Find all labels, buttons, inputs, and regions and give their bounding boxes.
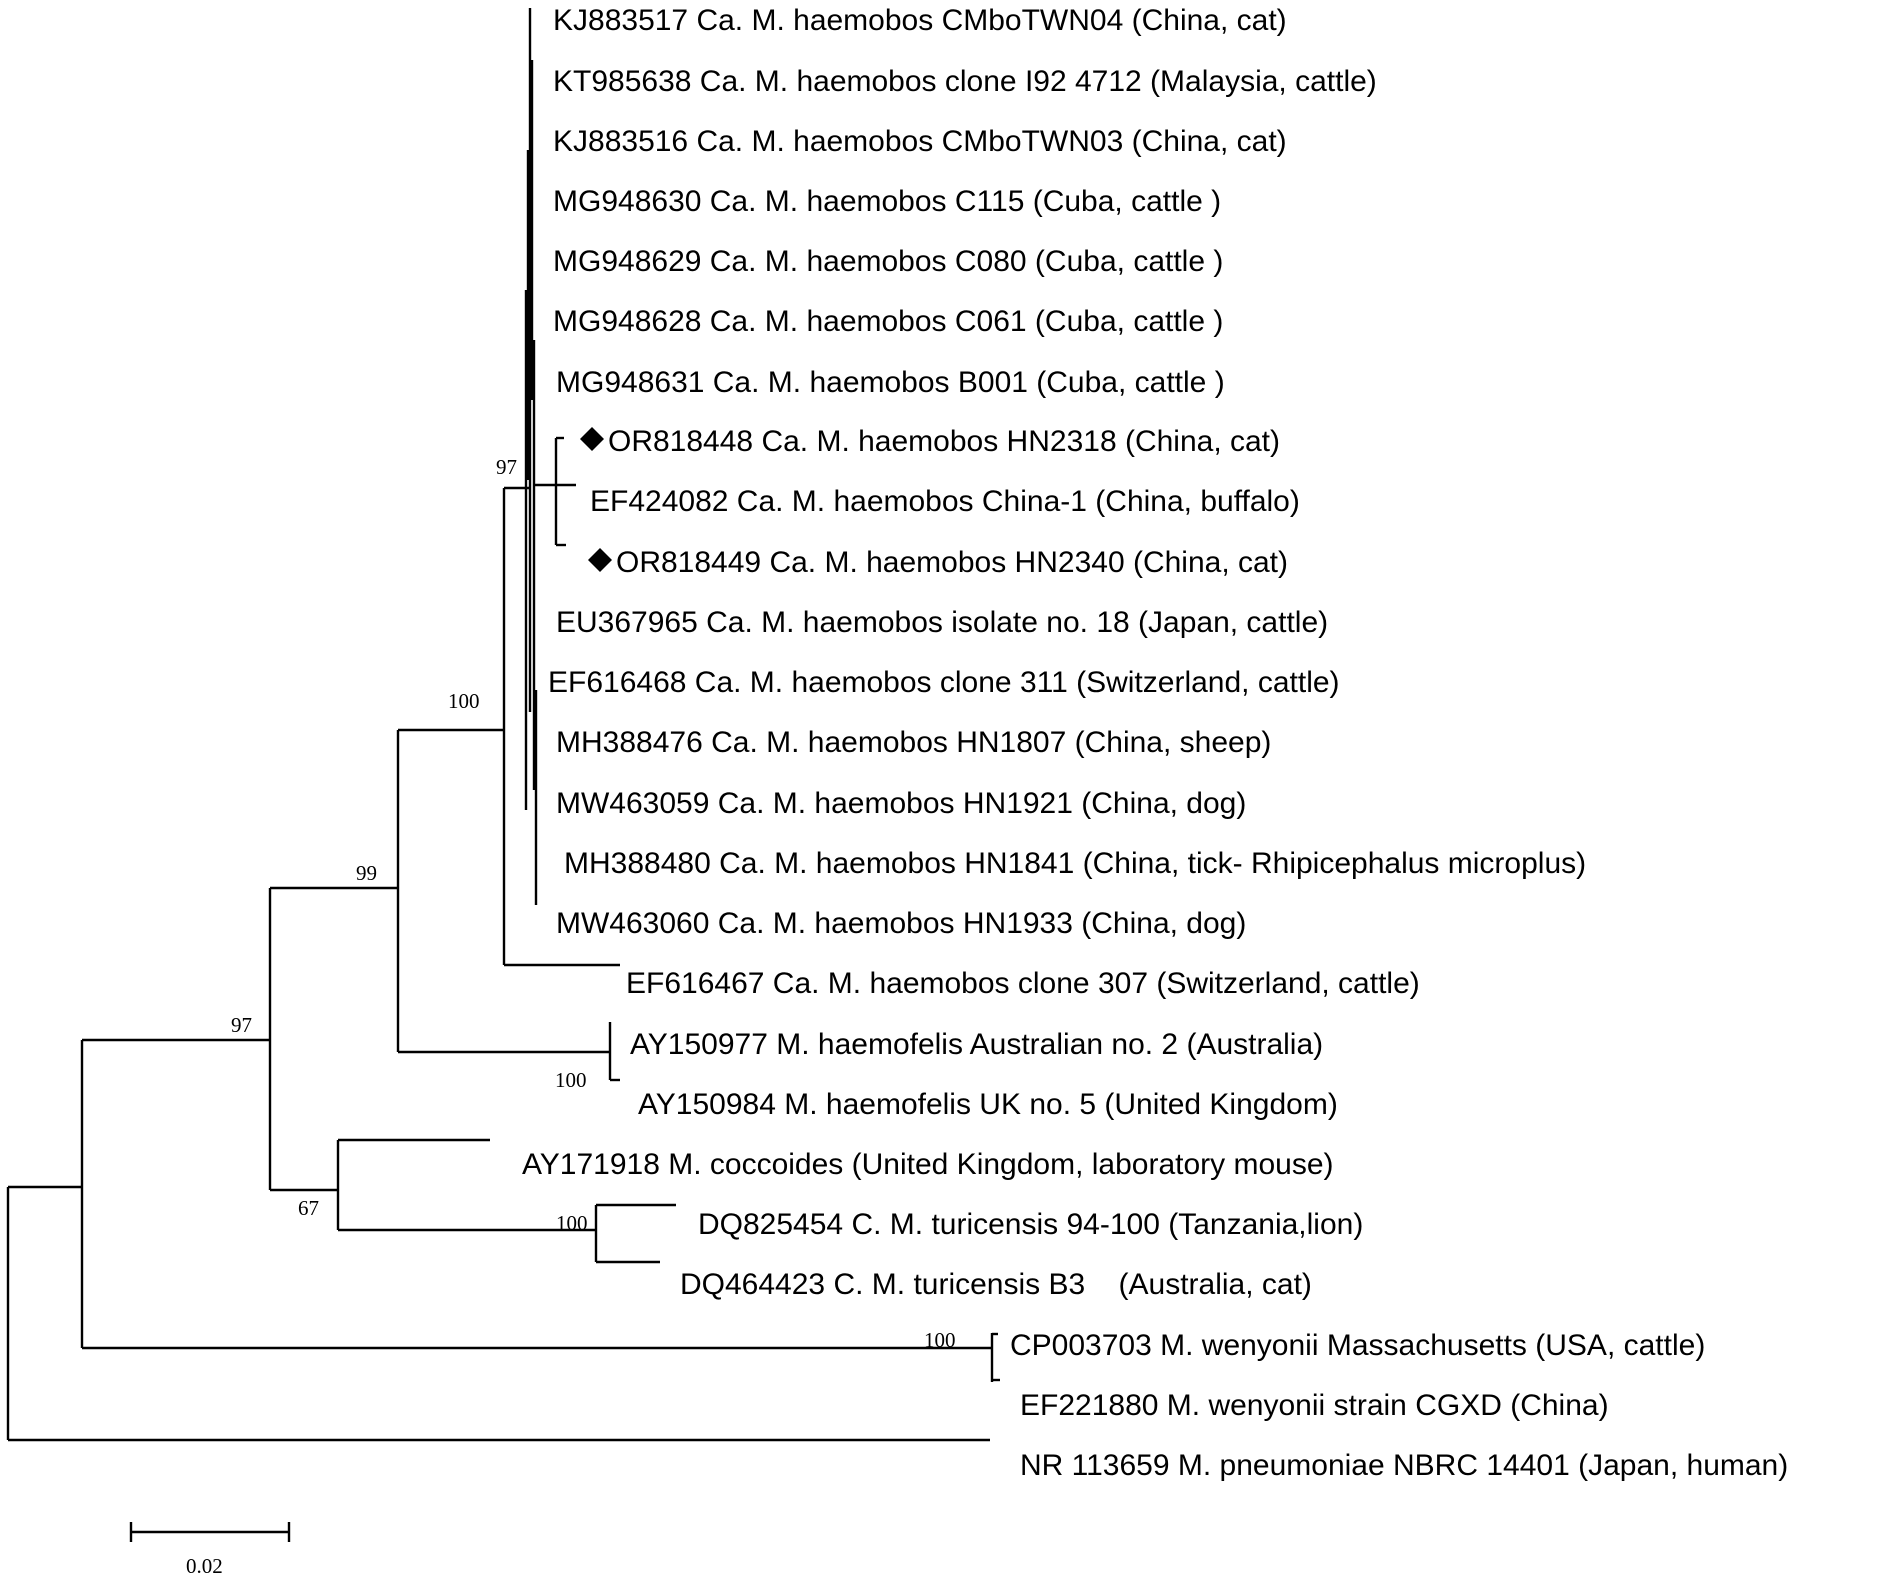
bootstrap-value: 100 xyxy=(556,1211,588,1235)
scale-bar-label: 0.02 xyxy=(186,1554,223,1578)
taxon-label: NR 113659 M. pneumoniae NBRC 14401 (Japa… xyxy=(1020,1449,1788,1482)
taxon-label: EF616468 Ca. M. haemobos clone 311 (Swit… xyxy=(548,666,1340,699)
bootstrap-value: 100 xyxy=(448,689,480,713)
bootstrap-value: 97 xyxy=(496,455,517,479)
taxon-label: EF424082 Ca. M. haemobos China-1 (China,… xyxy=(590,485,1300,518)
taxon-label: AY150977 M. haemofelis Australian no. 2 … xyxy=(630,1028,1323,1061)
tree-branches xyxy=(6,8,1000,1442)
taxon-label: MG948629 Ca. M. haemobos C080 (Cuba, cat… xyxy=(553,245,1223,278)
taxon-label: KT985638 Ca. M. haemobos clone I92 4712 … xyxy=(553,65,1377,98)
taxon-label: MG948628 Ca. M. haemobos C061 (Cuba, cat… xyxy=(553,305,1223,338)
bootstrap-value: 100 xyxy=(924,1328,956,1352)
bootstrap-values: 97 100 99 97 100 67 100 100 xyxy=(231,455,956,1352)
highlight-markers xyxy=(580,427,612,572)
taxon-label: AY171918 M. coccoides (United Kingdom, l… xyxy=(522,1148,1334,1181)
taxon-label: AY150984 M. haemofelis UK no. 5 (United … xyxy=(638,1088,1338,1121)
taxon-label: OR818448 Ca. M. haemobos HN2318 (China, … xyxy=(608,425,1280,458)
taxon-label: MW463059 Ca. M. haemobos HN1921 (China, … xyxy=(556,787,1246,820)
diamond-marker-or818448 xyxy=(580,427,604,451)
taxon-label: MH388476 Ca. M. haemobos HN1807 (China, … xyxy=(556,726,1271,759)
bootstrap-value: 97 xyxy=(231,1013,252,1037)
taxon-labels: KJ883517 Ca. M. haemobos CMboTWN04 (Chin… xyxy=(522,4,1788,1482)
taxon-label: KJ883516 Ca. M. haemobos CMboTWN03 (Chin… xyxy=(553,125,1287,158)
diamond-marker-or818449 xyxy=(588,548,612,572)
taxon-label: DQ464423 C. M. turicensis B3 (Australia,… xyxy=(680,1268,1312,1301)
bootstrap-value: 67 xyxy=(298,1196,319,1220)
taxon-label: OR818449 Ca. M. haemobos HN2340 (China, … xyxy=(616,546,1288,579)
taxon-label: EF616467 Ca. M. haemobos clone 307 (Swit… xyxy=(626,967,1420,1000)
taxon-label: DQ825454 C. M. turicensis 94-100 (Tanzan… xyxy=(698,1208,1363,1241)
taxon-label: MH388480 Ca. M. haemobos HN1841 (China, … xyxy=(564,847,1586,880)
taxon-label: MG948630 Ca. M. haemobos C115 (Cuba, cat… xyxy=(553,185,1221,218)
taxon-label: MG948631 Ca. M. haemobos B001 (Cuba, cat… xyxy=(556,366,1225,399)
taxon-label: MW463060 Ca. M. haemobos HN1933 (China, … xyxy=(556,907,1246,940)
scale-bar: 0.02 xyxy=(129,1522,291,1578)
taxon-label: KJ883517 Ca. M. haemobos CMboTWN04 (Chin… xyxy=(553,4,1287,37)
taxon-label: CP003703 M. wenyonii Massachusetts (USA,… xyxy=(1010,1329,1705,1362)
taxon-label: EF221880 M. wenyonii strain CGXD (China) xyxy=(1020,1389,1609,1422)
bootstrap-value: 100 xyxy=(555,1068,587,1092)
taxon-label: EU367965 Ca. M. haemobos isolate no. 18 … xyxy=(556,606,1328,639)
bootstrap-value: 99 xyxy=(356,861,377,885)
